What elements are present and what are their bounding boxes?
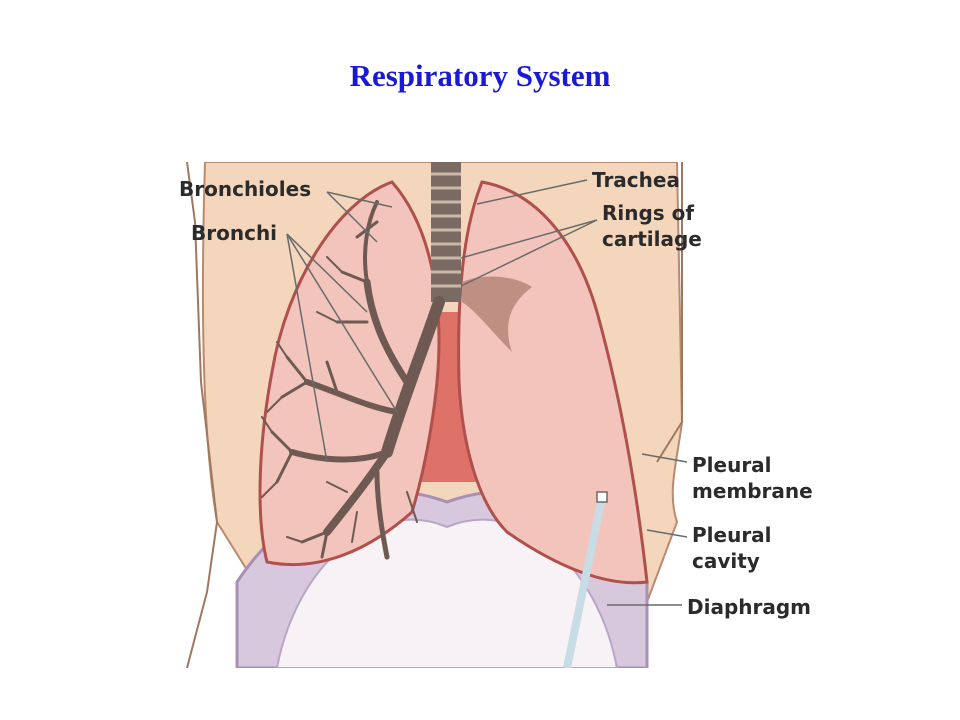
label-trachea: Trachea [592, 168, 680, 192]
leader-lines [286, 179, 688, 606]
label-pleural-membrane-line2: membrane [692, 479, 813, 503]
label-bronchioles: Bronchioles [179, 177, 311, 201]
left-lung [258, 180, 441, 567]
torso-left-edge [186, 162, 219, 668]
bronchial-tree [261, 200, 445, 560]
page-title: Respiratory System [349, 58, 611, 93]
lungs-illustration: Bronchioles Bronchi Trachea Rings of car… [177, 162, 841, 668]
torso-right-edge [656, 162, 683, 463]
label-diaphragm: Diaphragm [687, 595, 811, 619]
label-pleural-cavity-line1: Pleural [692, 523, 772, 547]
right-lung-hilum [462, 276, 532, 352]
respiratory-diagram: Bronchioles Bronchi Trachea Rings of car… [177, 162, 841, 668]
trachea [431, 162, 461, 302]
label-rings-line2: cartilage [602, 227, 702, 251]
label-rings-line1: Rings of [602, 201, 694, 225]
diaphragm-inner [275, 518, 619, 668]
label-pleural-membrane-line1: Pleural [692, 453, 772, 477]
tube-tip [596, 491, 608, 503]
label-pleural-cavity-line2: cavity [692, 549, 760, 573]
pleural-tube [563, 496, 606, 668]
label-bronchi: Bronchi [191, 221, 277, 245]
